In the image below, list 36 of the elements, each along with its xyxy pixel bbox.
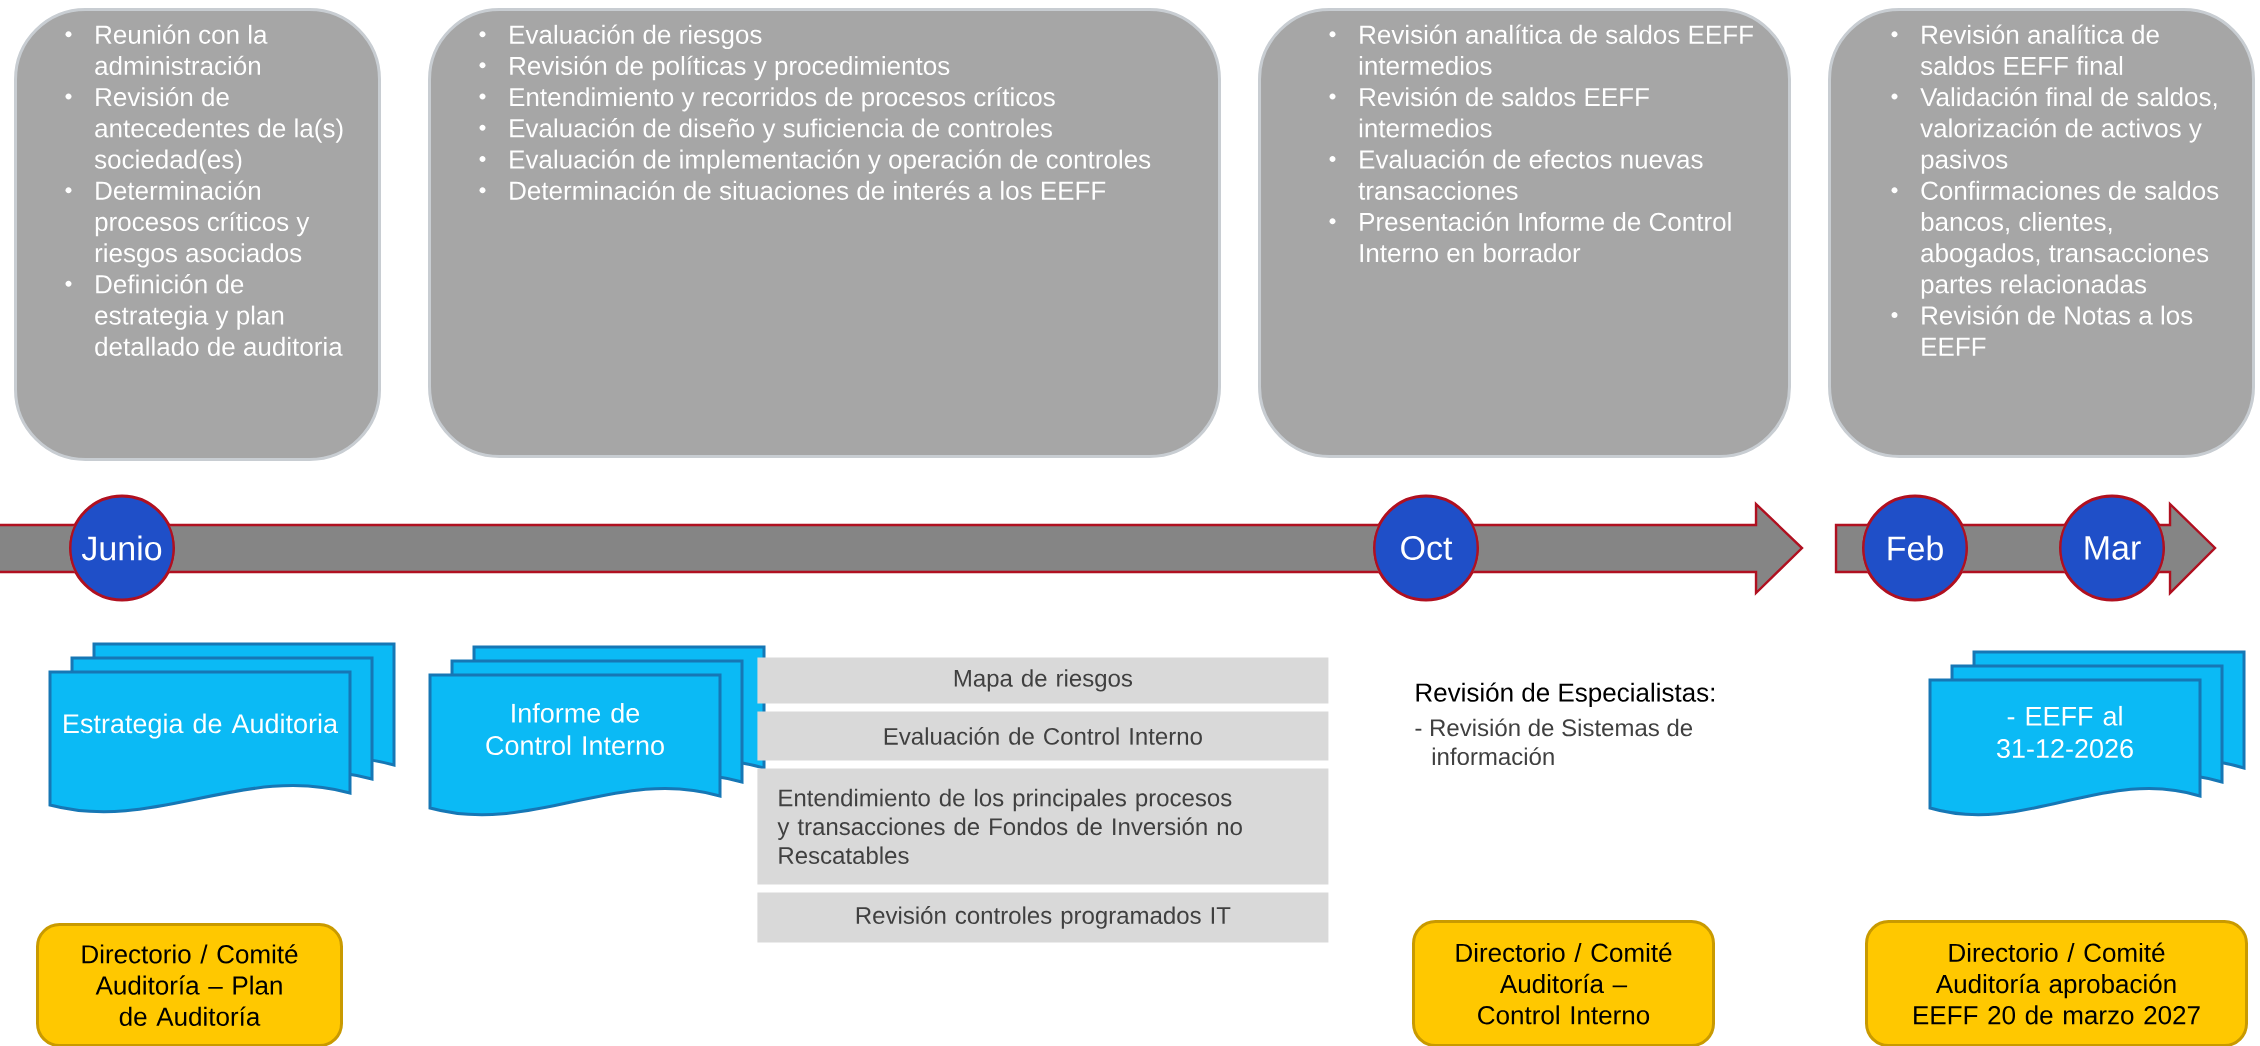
document-stack: Informe de Control Interno xyxy=(428,645,766,817)
bullet-item: Determinación procesos críticos y riesgos asociados xyxy=(65,180,310,268)
bullet-item: Revisión de antecedentes de la(s) sociedad(es) xyxy=(65,86,343,174)
bullet-item: Evaluación de implementación y operación de controles xyxy=(479,149,1151,174)
activity-panel xyxy=(428,8,1221,458)
bullet-item: Evaluación de riesgos xyxy=(479,24,762,50)
activity-bar: Entendimiento de los principales procesos y transacciones de Fondos de Inversión no Rescatables xyxy=(757,768,1329,885)
activity-panel xyxy=(1258,8,1791,458)
activity-bar: Mapa de riesgos xyxy=(757,657,1329,704)
bullet-item: Presentación Informe de Control Interno en borrador xyxy=(1329,211,1731,263)
bullet-item: Validación final de saldos, valorización de activos y pasivos xyxy=(1891,86,2217,174)
bullet-item: Revisión analítica de saldos EEFF final xyxy=(1891,24,2159,76)
bullet-item: Evaluación de efectos nuevas transacciones xyxy=(1329,149,1703,200)
activity-bar: Revisión controles programados IT xyxy=(757,892,1329,943)
note-text: Revisión de Especialistas: xyxy=(1416,682,1714,707)
activity-bar: Evaluación de Control Interno xyxy=(757,711,1329,761)
bullet-item: Determinación de situaciones de interés a los EEFF xyxy=(479,180,1106,200)
milestone-box: Directorio / Comité Auditoría – Control Interno xyxy=(1412,920,1715,1046)
bullet-item: Revisión analítica de saldos EEFF intermedios xyxy=(1329,24,1753,76)
milestone-box: Directorio / Comité Auditoría – Plan de Auditoría xyxy=(36,923,343,1046)
bullet-item: Definición de estrategia y plan detallado de auditoria xyxy=(65,274,343,356)
milestone-box: Directorio / Comité Auditoría aprobación EEFF 20 de marzo 2027 xyxy=(1865,920,2248,1046)
timeline-arrow xyxy=(0,501,1804,596)
note-text: - Revisión de Sistemas de información xyxy=(1415,718,1693,766)
document-stack: Estrategia de Auditoria xyxy=(48,642,396,814)
bullet-item: Revisión de políticas y procedimientos xyxy=(479,55,950,81)
bullet-item: Revisión de saldos EEFF intermedios xyxy=(1329,86,1649,138)
bullet-item: Revisión de Notas a los EEFF xyxy=(1891,305,2193,356)
bullet-item: Evaluación de diseño y suficiencia de controles xyxy=(479,118,1052,143)
bullet-item: Reunión con la administración xyxy=(65,24,268,76)
bullet-item: Entendimiento y recorridos de procesos críticos xyxy=(479,86,1055,112)
activity-panel xyxy=(1828,8,2255,458)
timeline-arrow xyxy=(1834,501,2217,596)
activity-panel xyxy=(14,8,381,461)
document-stack: - EEFF al 31-12-2026 xyxy=(1928,650,2246,817)
bullet-item: Confirmaciones de saldos bancos, clientes, abogados, transacciones partes relacionadas xyxy=(1891,180,2219,299)
